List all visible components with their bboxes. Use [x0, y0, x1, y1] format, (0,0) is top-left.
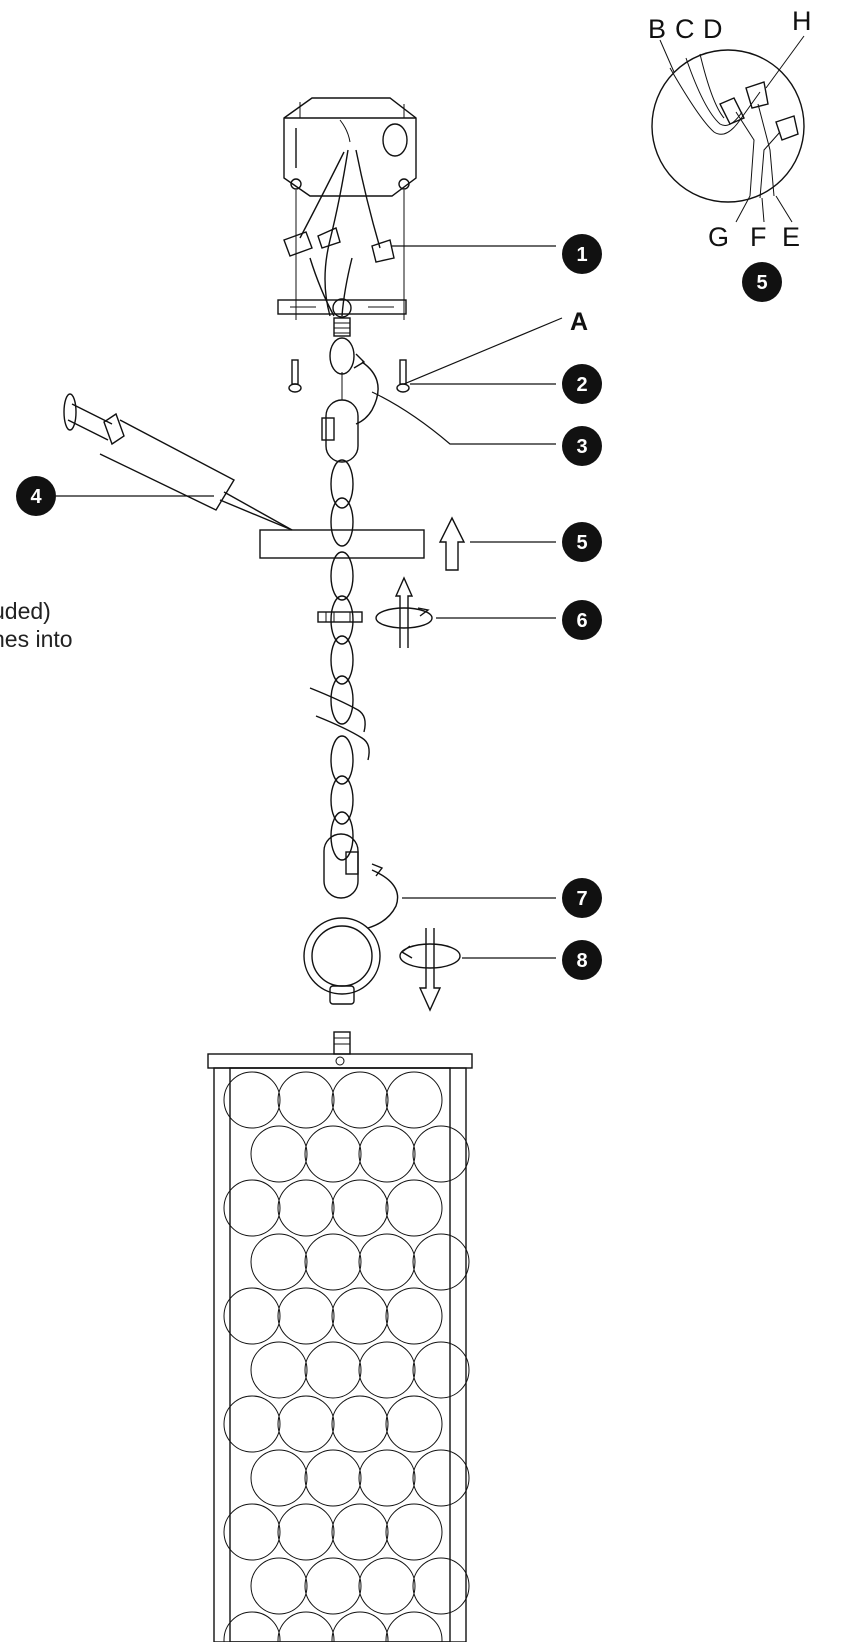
callout-1-label: 8 — [576, 950, 587, 972]
label-f: F — [750, 222, 767, 252]
wire-nut-right — [371, 239, 395, 263]
quick-link-bottom — [323, 833, 359, 899]
wire-nut-middle — [317, 227, 341, 249]
callout-2-label: 7 — [576, 888, 587, 910]
lantern-fixture — [207, 1031, 473, 1642]
label-a: A — [570, 308, 588, 336]
house-wires — [299, 149, 381, 317]
junction-box — [283, 97, 417, 320]
callout-4-label: 2 — [576, 374, 587, 396]
callout-8: 4 — [16, 476, 56, 516]
label-b: B — [648, 14, 666, 44]
callout-5-inset: 5 — [742, 262, 782, 302]
callout-7: 6 — [562, 600, 602, 640]
lattice-pattern — [223, 1071, 470, 1642]
callout-6: 5 — [562, 522, 602, 562]
chain-break-mark — [309, 687, 370, 761]
inset-wire-nut-1 — [719, 97, 745, 125]
callout-1: 8 — [562, 940, 602, 980]
leader-lines — [56, 245, 563, 959]
fixture-loop-ring — [303, 917, 381, 1005]
callout-2: 7 — [562, 878, 602, 918]
partial-note-text: uded) nes into — [0, 597, 73, 653]
label-d: D — [703, 14, 723, 44]
mounting-crossbar — [277, 298, 407, 318]
callout-7-label: 6 — [576, 610, 587, 632]
callout-6-label: 5 — [576, 532, 587, 554]
screw-left-icon — [288, 359, 302, 393]
rotate-down-arrow-1 — [399, 928, 461, 1012]
chain — [330, 459, 354, 861]
callout-8-label: 4 — [30, 486, 42, 508]
wiring-detail-inset — [651, 35, 805, 223]
callout-3-label: 3 — [576, 436, 587, 458]
wire-nut-left — [283, 231, 313, 257]
note-line-2: nes into — [0, 626, 73, 652]
callout-4: 2 — [562, 364, 602, 404]
label-h: H — [792, 6, 812, 36]
callout-5-inset-label: 5 — [756, 272, 767, 294]
screw-right-icon — [396, 359, 410, 393]
hook-and-nipple — [329, 317, 355, 400]
label-e: E — [782, 222, 800, 252]
collar-nut — [317, 611, 363, 623]
canopy — [259, 529, 425, 559]
up-arrow-6 — [438, 516, 466, 571]
callout-5: 1 — [562, 234, 602, 274]
rotate-arrow-7 — [375, 576, 433, 648]
inset-wire-nut-3 — [775, 115, 799, 141]
caulk-gun-icon — [63, 393, 293, 531]
curved-arrow-2 — [367, 863, 399, 929]
inset-wire-nut-2 — [745, 81, 769, 109]
quick-link-top — [321, 399, 359, 463]
label-c: C — [675, 14, 695, 44]
callout-5-label: 1 — [576, 244, 587, 266]
note-line-1: uded) — [0, 598, 51, 624]
label-g: G — [708, 222, 729, 252]
callout-3: 3 — [562, 426, 602, 466]
curved-arrow-3 — [353, 353, 379, 425]
